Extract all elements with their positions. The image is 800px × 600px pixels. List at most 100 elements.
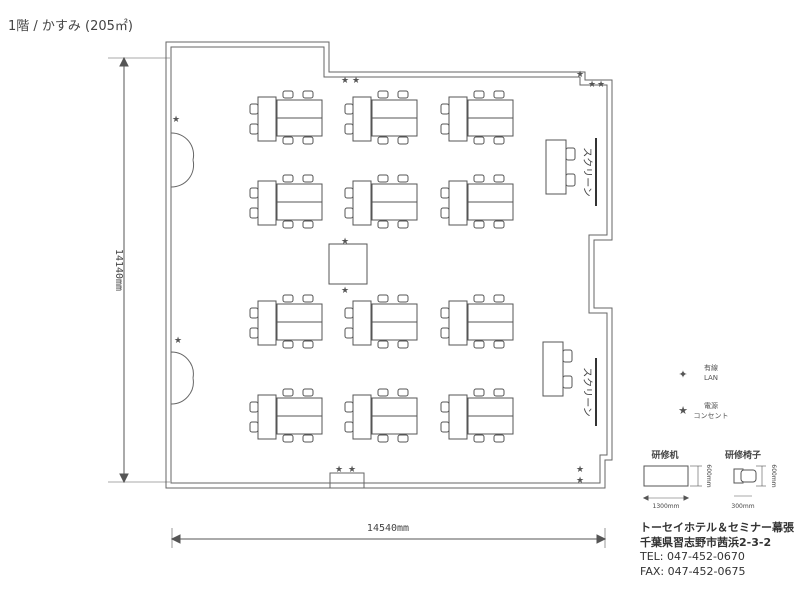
chair: [377, 174, 389, 183]
power-outlet-icon: ★: [341, 237, 349, 247]
hotel-fax: FAX: 047-452-0675: [640, 564, 746, 578]
width-dimension: [170, 528, 607, 548]
chair: [493, 388, 505, 397]
head-desk: [448, 300, 468, 346]
chair: [377, 434, 389, 443]
lectern-table: [545, 139, 576, 195]
chair: [302, 388, 314, 397]
chair: [440, 123, 450, 135]
chair: [249, 327, 259, 339]
desk-label: 研修机: [651, 449, 678, 461]
chair: [473, 388, 485, 397]
lectern-desk: [545, 139, 567, 195]
chair: [302, 340, 314, 349]
chair: [397, 388, 409, 397]
height-label: 14140mm: [113, 249, 124, 291]
power-outlet-icon: ★: [341, 76, 349, 86]
desk: [371, 99, 418, 119]
chair: [302, 136, 314, 145]
chair: [282, 136, 294, 145]
chair: [493, 136, 505, 145]
table-groups: [249, 90, 576, 443]
desk: [276, 99, 323, 119]
desk: [371, 397, 418, 417]
chair: [344, 103, 354, 115]
desk: [467, 397, 514, 417]
power-outlet-icon: ★: [348, 465, 356, 475]
chair: [249, 421, 259, 433]
bottom-notch: [329, 472, 365, 489]
chair-reference: [733, 465, 766, 497]
chair: [282, 174, 294, 183]
chair-width: 300mm: [731, 503, 754, 510]
chair: [282, 294, 294, 303]
chair: [493, 220, 505, 229]
chair: [302, 220, 314, 229]
chair-seat: [740, 469, 757, 483]
chair: [562, 349, 573, 363]
chair: [440, 187, 450, 199]
chair: [249, 307, 259, 319]
desk: [276, 397, 323, 417]
chair: [473, 136, 485, 145]
chair: [249, 401, 259, 413]
chair: [493, 434, 505, 443]
desk: [371, 415, 418, 435]
chair: [344, 307, 354, 319]
desk: [467, 201, 514, 221]
table-group: [249, 388, 323, 443]
chair: [377, 340, 389, 349]
desk: [276, 415, 323, 435]
desk: [467, 415, 514, 435]
floor-title: 1階 / かすみ (205㎡): [8, 19, 134, 34]
head-desk: [448, 180, 468, 226]
head-desk: [448, 394, 468, 440]
desk: [371, 201, 418, 221]
chair: [397, 434, 409, 443]
chair: [473, 220, 485, 229]
head-desk: [257, 96, 277, 142]
chair: [344, 421, 354, 433]
head-desk: [257, 180, 277, 226]
chair: [302, 434, 314, 443]
lectern-table: [542, 341, 573, 397]
power-outlet-icon: ★: [576, 465, 584, 475]
desk: [276, 321, 323, 341]
desk-shape: [643, 465, 689, 487]
chair: [397, 220, 409, 229]
power-outlet-icon: ★: [341, 286, 349, 296]
power-outlet-icon: ★: [576, 476, 584, 486]
desk: [467, 117, 514, 137]
head-desk: [257, 300, 277, 346]
desk: [276, 303, 323, 323]
chair: [397, 340, 409, 349]
power-label-1: 電源: [704, 401, 718, 410]
chair: [440, 307, 450, 319]
door-top: [165, 132, 195, 188]
chair: [344, 327, 354, 339]
chair: [344, 401, 354, 413]
table-group: [440, 294, 514, 349]
screen-label-2: スクリーン: [581, 367, 593, 417]
table-group: [344, 174, 418, 229]
lan-icon: ✦: [678, 368, 687, 381]
room-walls: [165, 41, 613, 489]
chair: [493, 174, 505, 183]
chair: [302, 90, 314, 99]
table-group: [249, 294, 323, 349]
chair: [377, 220, 389, 229]
chair: [282, 340, 294, 349]
hotel-tel: TEL: 047-452-0670: [640, 550, 745, 563]
desk: [467, 303, 514, 323]
table-group: [249, 90, 323, 145]
head-desk: [352, 96, 372, 142]
chair: [473, 294, 485, 303]
chair: [344, 207, 354, 219]
table-group: [344, 388, 418, 443]
head-desk: [352, 180, 372, 226]
desk: [467, 183, 514, 203]
table-group: [344, 294, 418, 349]
power-outlet-icon: ★: [576, 70, 584, 80]
chair: [344, 123, 354, 135]
lectern-desk: [542, 341, 564, 397]
